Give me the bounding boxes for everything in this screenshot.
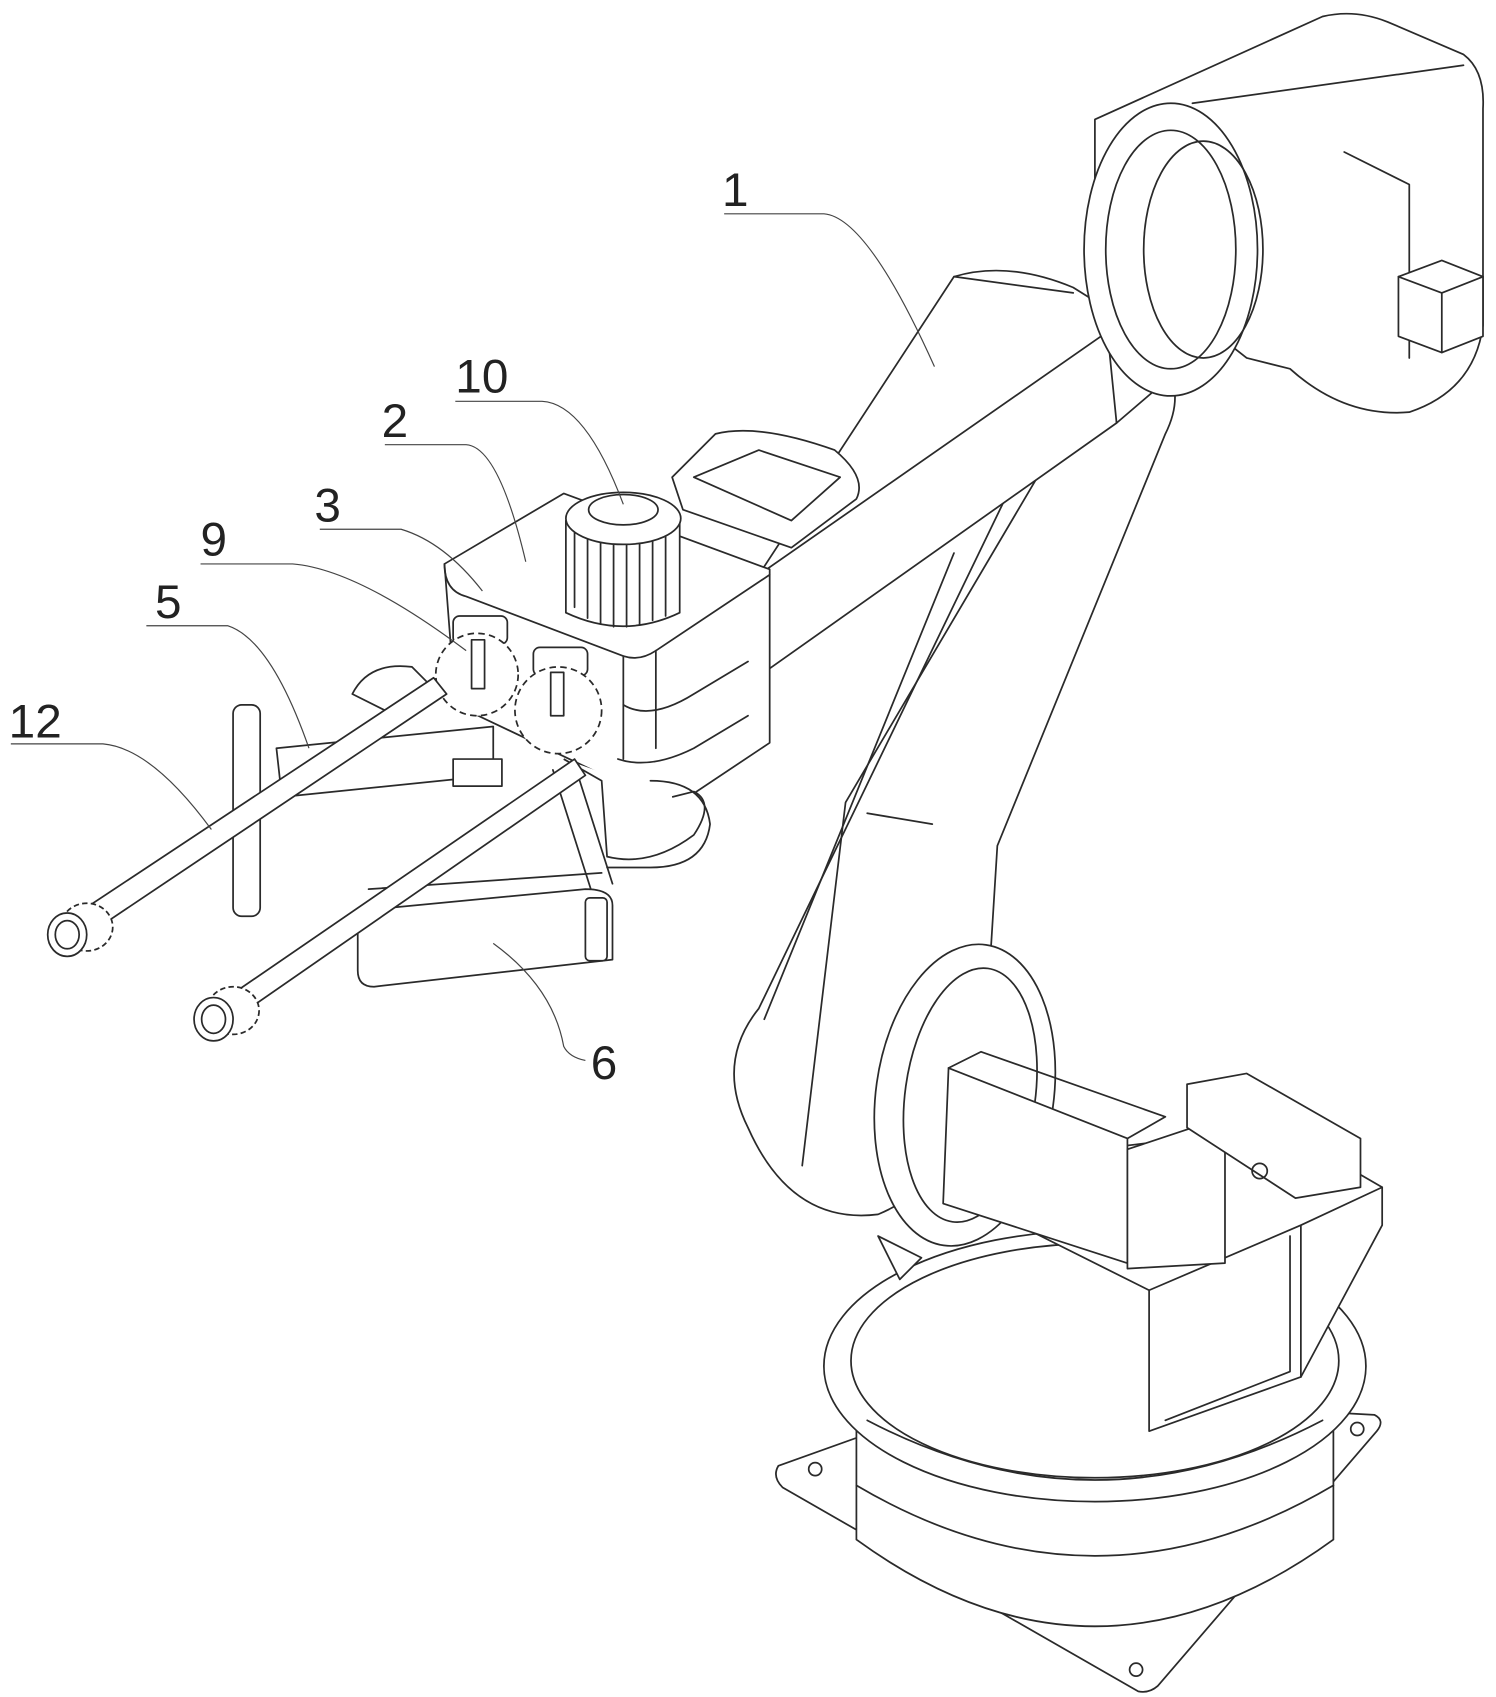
label-9: 9: [201, 513, 228, 566]
label-12: 12: [9, 695, 62, 748]
label-5: 5: [155, 576, 182, 629]
label-2: 2: [382, 395, 409, 448]
label-1: 1: [722, 164, 749, 217]
drive-gear: [566, 492, 681, 626]
label-3: 3: [314, 480, 341, 533]
label-6: 6: [591, 1037, 618, 1090]
rod-end-gear-1: [48, 903, 113, 956]
shoulder-housing: [1084, 14, 1483, 413]
rod-end-gear-2: [194, 987, 259, 1041]
gripping-rods: [48, 678, 586, 1041]
label-10: 10: [455, 351, 508, 404]
